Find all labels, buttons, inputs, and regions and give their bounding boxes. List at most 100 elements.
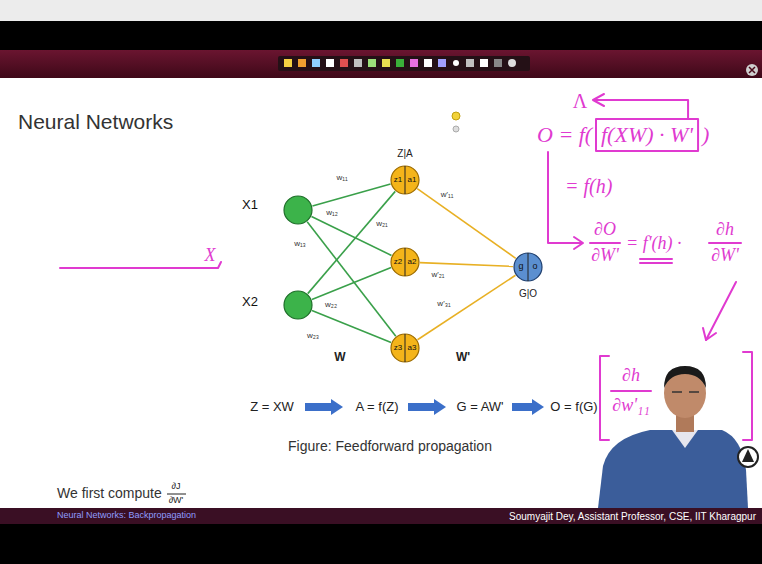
ink-equation: O = f( [537, 123, 592, 147]
neuron-divider [405, 334, 406, 362]
presenter-shirt [598, 430, 748, 508]
pointer-dot [453, 126, 459, 132]
ink-equation: ) [702, 123, 709, 147]
presenter-collar [672, 430, 698, 448]
weight-connection [311, 217, 391, 256]
toolbar-icon [438, 59, 446, 67]
neuron-label: g [518, 262, 523, 272]
neuron-circle [283, 290, 313, 320]
neuron-circle [283, 195, 313, 225]
toolbar-icon [453, 60, 459, 66]
close-cross [749, 67, 755, 73]
layer-label: Z|A [397, 148, 412, 159]
toolbar-icon [284, 59, 292, 67]
flow-arrow [408, 399, 446, 415]
ink-bracket [600, 356, 609, 440]
toolbar-icon [410, 59, 418, 67]
neuron-label: a3 [408, 344, 417, 353]
ink-arrow [706, 282, 736, 340]
ink-arrowhead [593, 94, 604, 106]
ink-fraction: ∂h [716, 220, 734, 240]
toolbar-icon [326, 59, 334, 67]
toolbar-icon [382, 59, 390, 67]
fraction-denominator: ∂W' [169, 496, 184, 506]
presenter-hair [664, 366, 706, 388]
neuron-outline [284, 196, 312, 224]
neuron-label: z3 [394, 344, 402, 353]
toolbar-icon [424, 59, 432, 67]
logo-mark [742, 449, 754, 462]
ink-arrowhead [574, 237, 583, 249]
ink-note: Λ [573, 90, 588, 112]
slide-background [0, 78, 762, 508]
neuron-outline [284, 291, 312, 319]
figure-caption: Figure: Feedforward propagation [288, 439, 492, 454]
ink-arrow [594, 100, 688, 119]
weight-connection [418, 275, 516, 340]
ink-underline [60, 262, 221, 268]
neuron-divider [405, 248, 406, 276]
weight-label: w'₁₁ [440, 191, 455, 200]
toolbar-icon [494, 59, 502, 67]
toolbar-icon [508, 59, 516, 67]
toolbar-icon [340, 59, 348, 67]
window-frame [0, 0, 762, 21]
fraction-bar [167, 494, 186, 495]
equation: O = f(G) [550, 400, 597, 414]
fraction-bar [611, 390, 651, 392]
neuron-outline [514, 253, 542, 281]
equation: Z = XW [250, 400, 294, 414]
hidden-neuron: z1a1 [390, 165, 420, 195]
toolbar-icon [396, 59, 404, 67]
institute-logo [738, 447, 758, 467]
matrix-label: W' [456, 351, 470, 364]
weight-label: w'₃₁ [436, 300, 451, 309]
toolbar-strip [278, 56, 530, 71]
input-neuron: X2 [283, 290, 313, 320]
neuron-outline [391, 166, 419, 194]
ink-arrowhead [703, 328, 716, 340]
presenter-eyes [672, 391, 699, 393]
weight-connection [420, 263, 513, 267]
ink-double-underline [640, 259, 672, 263]
neuron-circle [513, 252, 543, 282]
ink-equation: = f(h) [565, 175, 612, 197]
ink-fraction: ∂O [594, 220, 616, 240]
weight-label: w'₂₁ [430, 271, 445, 280]
fraction-bar [590, 242, 620, 244]
toolbar-icon [466, 59, 474, 67]
ink-note: X [205, 246, 216, 266]
slide-text: We first compute [57, 486, 162, 501]
equation: A = f(Z) [356, 400, 399, 414]
neuron-label: a2 [408, 258, 417, 267]
neuron-divider [405, 166, 406, 194]
ink-fraction: ∂w'₁₁ [612, 396, 649, 416]
toolbar-icon [480, 59, 488, 67]
fraction-numerator: ∂J [172, 482, 181, 492]
ink-equation: = f'(h) · [626, 234, 682, 254]
footer-bar [0, 508, 762, 524]
hidden-neuron: z2a2 [390, 247, 420, 277]
flow-arrow [305, 399, 343, 415]
input-neuron: X1 [283, 195, 313, 225]
neuron-outline [391, 334, 419, 362]
toolbar-icon [354, 59, 362, 67]
neuron-label: o [532, 262, 537, 272]
layer-label: G|O [519, 288, 537, 299]
ink-fraction: ∂h [622, 366, 640, 386]
close-button [746, 64, 758, 76]
weight-label: w₁₂ [325, 209, 339, 218]
footer-credit: Soumyajit Dey, Assistant Professor, CSE,… [509, 511, 756, 522]
footer-title: Neural Networks: Backpropagation [57, 511, 196, 521]
matrix-label: W [334, 351, 345, 364]
weight-label: w₁₃ [293, 240, 307, 249]
ink-fraction: ∂W' [591, 246, 619, 266]
neuron-label: z1 [394, 176, 402, 185]
fraction-bar [709, 242, 741, 244]
weight-connection [312, 184, 390, 206]
weight-connection [308, 191, 395, 293]
weight-connection [312, 268, 391, 300]
toolbar-icon [368, 59, 376, 67]
weight-label: w₁₁ [335, 174, 348, 183]
